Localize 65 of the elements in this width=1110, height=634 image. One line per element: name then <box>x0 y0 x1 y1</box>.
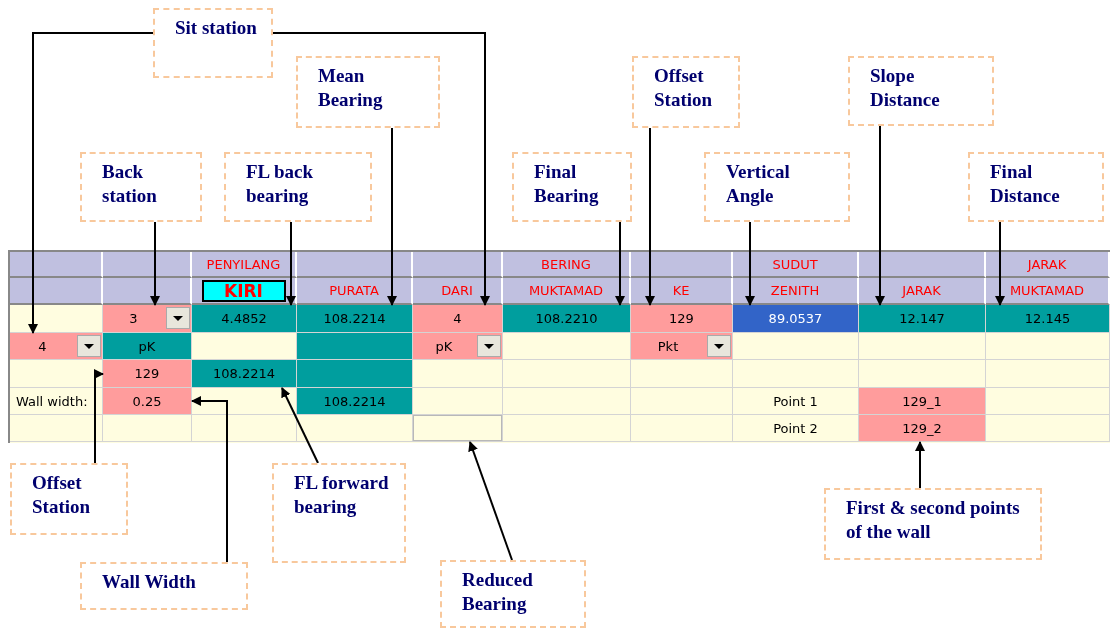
callout-box: Wall Width <box>80 562 248 610</box>
table-cell: 108.2210 <box>503 305 631 333</box>
table-cell: 129 <box>103 360 192 388</box>
header-cell: MUKTAMAD <box>986 278 1110 305</box>
table-cell: 108.2214 <box>297 388 413 415</box>
header-cell: BERING <box>503 252 631 278</box>
callout-box: Mean Bearing <box>296 56 440 128</box>
header-cell: SUDUT <box>733 252 859 278</box>
callout-box: Sit station <box>153 8 273 78</box>
dropdown-value: 4 <box>37 338 48 354</box>
table-cell: 129_1 <box>859 388 986 415</box>
dropdown-field <box>10 333 103 360</box>
dropdown-field <box>631 333 733 360</box>
callout-box: Reduced Bearing <box>440 560 586 628</box>
callout-box: Vertical Angle <box>704 152 850 222</box>
callout-box: Slope Distance <box>848 56 994 126</box>
leader-line <box>94 369 104 464</box>
table-cell: 129 <box>631 305 733 333</box>
callout-box: Offset Station <box>10 463 128 535</box>
callout-box: Final Bearing <box>512 152 632 222</box>
leader-line <box>191 396 228 563</box>
header-cell: MUKTAMAD <box>503 278 631 305</box>
table-cell: 12.145 <box>986 305 1110 333</box>
callout-box: Back station <box>80 152 202 222</box>
leader-line <box>645 127 655 306</box>
dropdown-value: Pkt <box>656 338 680 354</box>
callout-box: First & second points of the wall <box>824 488 1042 560</box>
leader-line <box>745 221 755 306</box>
header-cell: JARAK <box>986 252 1110 278</box>
table-cell: 108.2214 <box>297 305 413 333</box>
callout-box: FL back bearing <box>224 152 372 222</box>
leader-line <box>875 125 885 306</box>
toggle-button: KIRI <box>201 279 286 302</box>
table-cell: 129_2 <box>859 415 986 442</box>
dropdown-field <box>413 333 503 360</box>
leader-line <box>150 221 160 306</box>
table-cell: 0.25 <box>103 388 192 415</box>
leader-line <box>995 221 1005 306</box>
dropdown-value: 3 <box>128 311 139 326</box>
header-cell: DARI <box>413 278 503 305</box>
header-cell: ZENITH <box>733 278 859 305</box>
callout-box: Offset Station <box>632 56 740 128</box>
dropdown-value: pK <box>434 338 454 354</box>
table-cell: 89.0537 <box>733 305 859 333</box>
table-cell: 4.4852 <box>192 305 297 333</box>
dropdown-field <box>103 305 192 333</box>
leader-line <box>281 387 319 464</box>
leader-line <box>28 32 154 334</box>
header-cell: PENYILANG <box>192 252 297 278</box>
table-cell: pK <box>103 333 192 360</box>
leader-line <box>468 441 513 561</box>
leader-line <box>286 221 296 306</box>
table-cell: 4 <box>413 305 503 333</box>
leader-line <box>272 32 490 306</box>
header-cell: KE <box>631 278 733 305</box>
header-cell: PURATA <box>297 278 413 305</box>
header-cell: JARAK <box>859 278 986 305</box>
table-cell: 108.2214 <box>192 360 297 388</box>
leader-line <box>387 127 397 306</box>
callout-box: Final Distance <box>968 152 1104 222</box>
leader-line <box>915 441 925 489</box>
callout-box: FL forward bearing <box>272 463 406 563</box>
table-cell <box>413 415 503 442</box>
table-cell: 12.147 <box>859 305 986 333</box>
leader-line <box>615 221 625 306</box>
